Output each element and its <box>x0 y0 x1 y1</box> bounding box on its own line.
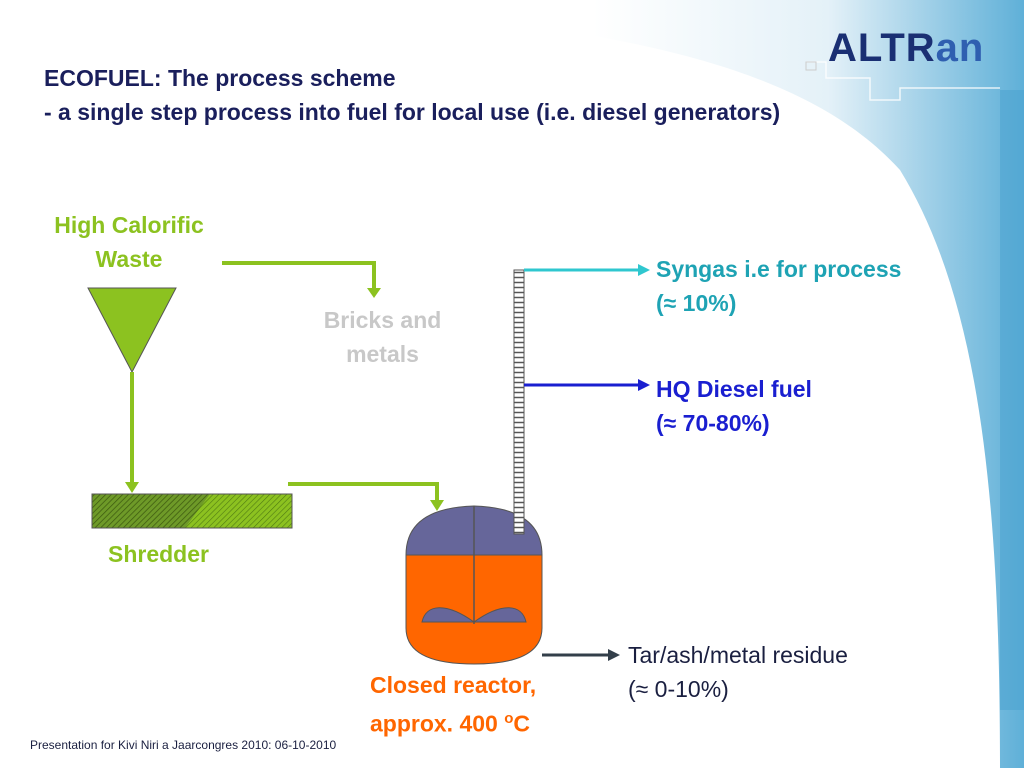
label-reactor-temp: approx. 400 <box>370 710 505 737</box>
label-residue-line2: (≈ 0-10%) <box>628 676 729 702</box>
label-bricks: Bricks and metals <box>300 303 465 371</box>
label-reactor-degree: o <box>504 710 514 727</box>
label-diesel-line1: HQ Diesel fuel <box>656 376 812 402</box>
label-residue: Tar/ash/metal residue (≈ 0-10%) <box>628 638 848 706</box>
label-diesel-line2: (≈ 70-80%) <box>656 410 770 436</box>
label-syngas-line2: (≈ 10%) <box>656 290 737 316</box>
background-gradient <box>240 0 1024 768</box>
label-bricks-line1: Bricks and <box>323 307 442 333</box>
label-shredder: Shredder <box>108 541 209 567</box>
altran-logo: ALTRan <box>828 26 984 71</box>
arrow-shredder-to-reactor <box>288 482 439 502</box>
label-waste-line1: High Calorific <box>54 212 204 238</box>
label-reactor: Closed reactor, approx. 400 oC <box>370 668 536 741</box>
arrow-waste-to-bricks <box>222 261 376 290</box>
label-reactor-line2: approx. 400 oC <box>370 702 536 741</box>
label-syngas-line1: Syngas i.e for process <box>656 256 902 282</box>
logo-part-a: ALTR <box>828 26 936 70</box>
footer-text: Presentation for Kivi Niri a Jaarcongres… <box>30 738 337 752</box>
distillation-column <box>513 269 525 535</box>
label-syngas: Syngas i.e for process (≈ 10%) <box>656 252 901 320</box>
hopper-funnel <box>87 287 177 374</box>
logo-part-b: an <box>935 26 985 70</box>
reactor-vessel <box>405 505 543 665</box>
label-residue-line1: Tar/ash/metal residue <box>628 642 848 668</box>
shredder-block <box>91 493 293 529</box>
label-bricks-line2: metals <box>346 341 419 367</box>
label-waste: High Calorific Waste <box>24 208 234 276</box>
label-diesel: HQ Diesel fuel (≈ 70-80%) <box>656 372 812 440</box>
label-reactor-unit: C <box>513 710 531 737</box>
page-subtitle: - a single step process into fuel for lo… <box>44 99 781 125</box>
label-reactor-line1: Closed reactor, <box>370 672 537 698</box>
page-title: ECOFUEL: The process scheme <box>44 65 396 91</box>
label-waste-line2: Waste <box>95 246 163 272</box>
